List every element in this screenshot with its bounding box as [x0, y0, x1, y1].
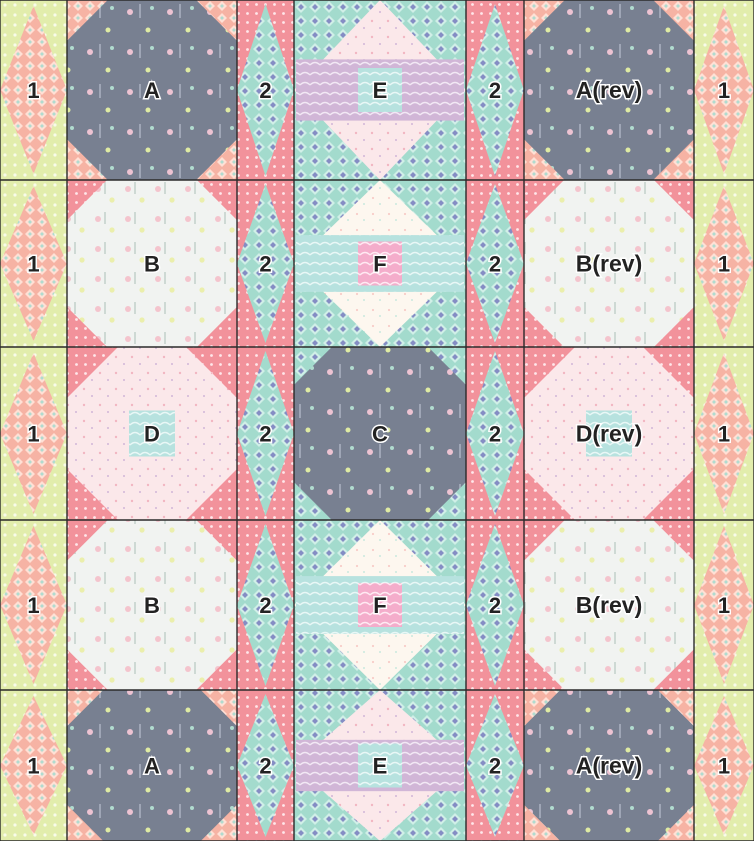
block-label: 2 [489, 78, 501, 103]
block-label: A(rev) [576, 753, 642, 779]
block-label: A(rev) [576, 77, 642, 103]
block-label: 1 [27, 593, 39, 618]
block-label: A [144, 78, 160, 103]
block-label: E [373, 78, 388, 103]
block-label: A [144, 754, 160, 779]
block-label: D [144, 422, 160, 447]
block-label: 2 [489, 422, 501, 447]
block-label: 1 [27, 754, 39, 779]
block-label: 2 [489, 754, 501, 779]
block-label: E [373, 754, 388, 779]
block-label: 1 [718, 78, 730, 103]
block-label: 1 [718, 754, 730, 779]
block-label: 1 [718, 422, 730, 447]
block-label: 1 [27, 422, 39, 447]
block-label: 2 [489, 252, 501, 277]
block-label: B [144, 252, 160, 277]
block-label: 1 [718, 593, 730, 618]
block-label: 2 [259, 252, 271, 277]
block-label: 1 [718, 252, 730, 277]
block-label: 1 [27, 78, 39, 103]
block-label: F [373, 593, 386, 618]
block-label: 1 [27, 252, 39, 277]
block-label: B [144, 593, 160, 618]
block-label: 2 [489, 593, 501, 618]
block-label: C [372, 422, 388, 447]
block-label: 2 [259, 593, 271, 618]
block-label: D(rev) [576, 421, 642, 447]
block-label: B(rev) [576, 592, 642, 618]
block-label: 2 [259, 78, 271, 103]
block-label: 2 [259, 754, 271, 779]
block-label: 2 [259, 422, 271, 447]
block-label: B(rev) [576, 251, 642, 277]
block-label: F [373, 252, 386, 277]
